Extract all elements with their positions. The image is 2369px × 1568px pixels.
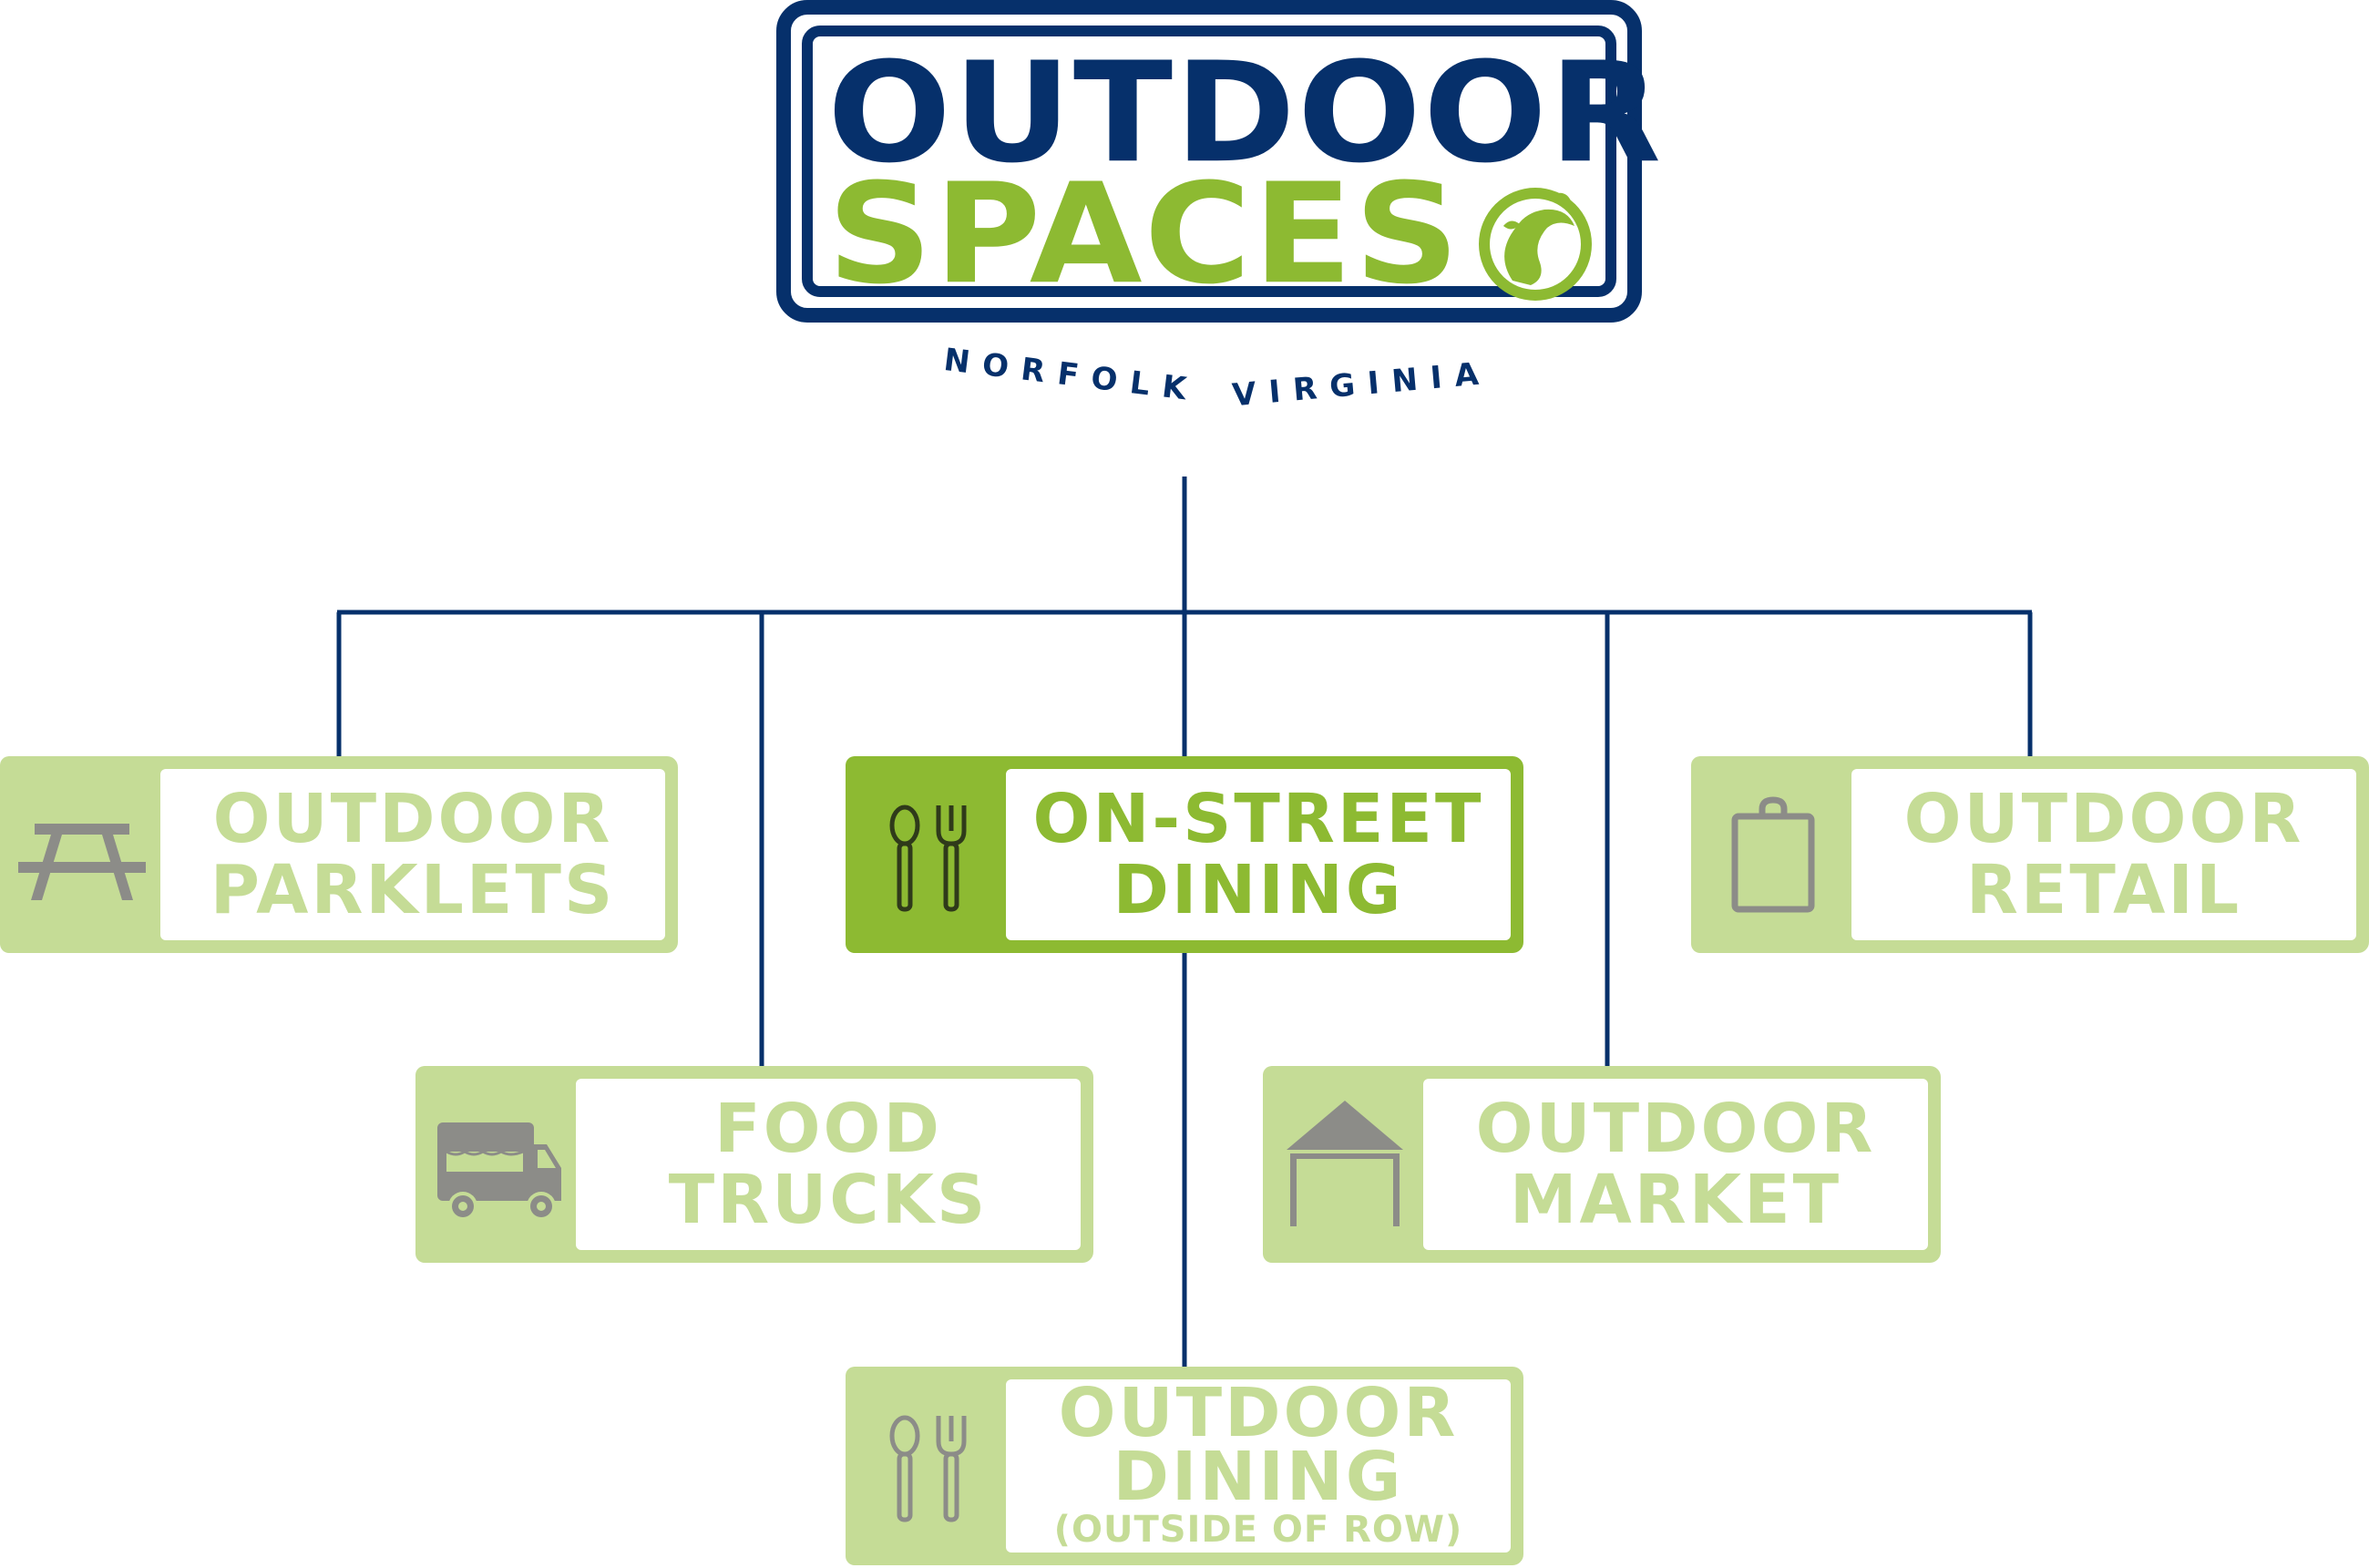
picnic-table-icon <box>18 824 146 900</box>
node-on-street-dining[interactable]: ON-STREET DINING <box>846 756 1523 953</box>
node-label-line2: RETAIL <box>1965 851 2242 929</box>
node-label-zone: FOOD TRUCKS <box>576 1079 1081 1250</box>
node-icon-zone <box>846 1367 1006 1565</box>
node-icon-zone <box>1691 756 1851 953</box>
food-truck-icon <box>437 1122 561 1221</box>
logo-inner-border <box>802 26 1616 297</box>
logo-title-line2: SPACES <box>827 152 1461 315</box>
node-label-line1: ON-STREET <box>1032 780 1484 858</box>
node-label-line2: DINING <box>1113 1438 1404 1516</box>
node-outdoor-dining[interactable]: OUTDOOR DINING (OUTSIDE OF ROW) <box>846 1367 1523 1565</box>
node-label-line1: OUTDOOR <box>1475 1090 1876 1168</box>
spoon-fork-icon <box>889 1415 967 1522</box>
node-outdoor-market[interactable]: OUTDOOR MARKET <box>1263 1066 1941 1263</box>
node-label-line1: FOOD <box>714 1090 942 1168</box>
node-icon-zone <box>846 756 1006 953</box>
node-label-line2: DINING <box>1113 851 1404 929</box>
canopy-tent-icon <box>1287 1101 1403 1226</box>
node-label-zone: OUTDOOR MARKET <box>1423 1079 1928 1250</box>
node-label-zone: ON-STREET DINING <box>1006 769 1511 940</box>
mermaid-icon <box>1479 188 1592 301</box>
node-icon-zone <box>0 756 160 953</box>
spoon-fork-icon <box>889 804 967 912</box>
node-label-line1: OUTDOOR <box>1903 780 2304 858</box>
node-label-zone: OUTDOOR RETAIL <box>1851 769 2356 940</box>
node-label-zone: OUTDOOR DINING (OUTSIDE OF ROW) <box>1006 1379 1511 1553</box>
node-label-line1: OUTDOOR <box>212 780 613 858</box>
node-label-line2: MARKET <box>1509 1161 1842 1239</box>
node-label-line2: TRUCKS <box>668 1161 989 1239</box>
node-outdoor-parklets[interactable]: OUTDOOR PARKLETS <box>0 756 678 953</box>
node-label-line2: PARKLETS <box>210 851 616 929</box>
node-label-line3: (OUTSIDE OF ROW) <box>1053 1509 1463 1551</box>
logo-title-line1: OUTDOOR <box>827 31 1664 194</box>
shopping-bag-icon <box>1731 796 1815 913</box>
node-label-line1: OUTDOOR <box>1058 1374 1459 1452</box>
outdoor-spaces-logo: OUTDOOR SPACES <box>776 0 1661 323</box>
node-label-zone: OUTDOOR PARKLETS <box>160 769 665 940</box>
node-outdoor-retail[interactable]: OUTDOOR RETAIL <box>1691 756 2369 953</box>
node-food-trucks[interactable]: FOOD TRUCKS <box>415 1066 1093 1263</box>
